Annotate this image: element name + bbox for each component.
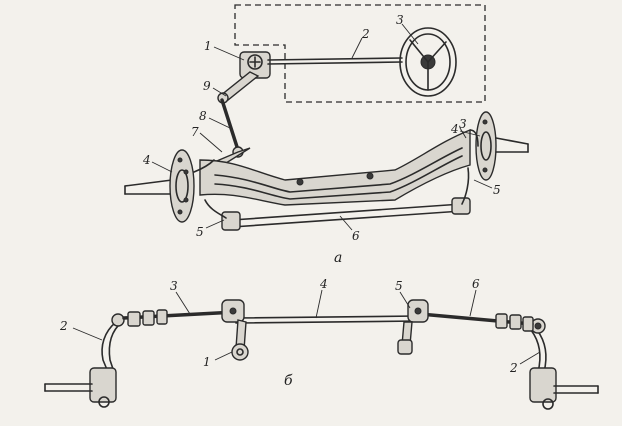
label-2: 2 — [361, 27, 370, 41]
right-outer-tie-rod — [418, 312, 534, 332]
label-9: 9 — [203, 79, 211, 93]
left-steering-knuckle — [44, 313, 125, 408]
label-b-2-left: 2 — [59, 319, 68, 333]
front-axle-beam — [199, 128, 471, 206]
label-b-3: 3 — [170, 279, 178, 293]
label-b-1: 1 — [203, 355, 211, 369]
label-5-left: 5 — [196, 225, 204, 239]
label-7: 7 — [191, 125, 199, 139]
centre-link — [235, 315, 419, 324]
idler-arm — [397, 299, 429, 355]
label-b-4: 4 — [319, 277, 328, 291]
drag-link — [220, 98, 244, 158]
bottom-leader-lines — [72, 289, 541, 365]
left-outer-tie-rod — [122, 309, 238, 327]
pitman-arm-bottom — [221, 299, 249, 361]
bottom-part-numbers: 3 4 5 6 2 1 2 — [59, 277, 518, 375]
steering-gearbox — [239, 51, 271, 79]
label-1: 1 — [204, 39, 212, 53]
tie-rod-arm-right — [461, 167, 470, 205]
label-4-right: 4 — [450, 122, 459, 136]
steering-column-shaft — [267, 57, 403, 65]
tie-rod — [221, 197, 471, 231]
top-part-numbers: 1 2 3 9 8 7 4 4 3 5 5 6 — [142, 13, 501, 243]
tie-rod-arm-left — [204, 199, 227, 219]
label-3: 3 — [396, 13, 404, 27]
right-wheel-hub — [469, 111, 529, 181]
right-steering-knuckle — [529, 318, 599, 410]
label-b-2-right: 2 — [509, 361, 518, 375]
label-8: 8 — [199, 109, 207, 123]
top-leader-lines — [151, 23, 493, 231]
label-6: 6 — [352, 229, 360, 243]
label-4-left: 4 — [142, 153, 151, 167]
pitman-arm — [217, 71, 260, 104]
caption-b: б — [284, 373, 293, 389]
label-5-right: 5 — [493, 183, 501, 197]
cab-dashed-frame — [234, 4, 486, 103]
label-b-6: 6 — [472, 277, 480, 291]
left-wheel-hub — [124, 149, 215, 223]
caption-a: а — [334, 250, 342, 266]
steering-wheel — [399, 27, 457, 97]
label-b-5: 5 — [395, 279, 403, 293]
label-3-right: 3 — [459, 117, 467, 131]
